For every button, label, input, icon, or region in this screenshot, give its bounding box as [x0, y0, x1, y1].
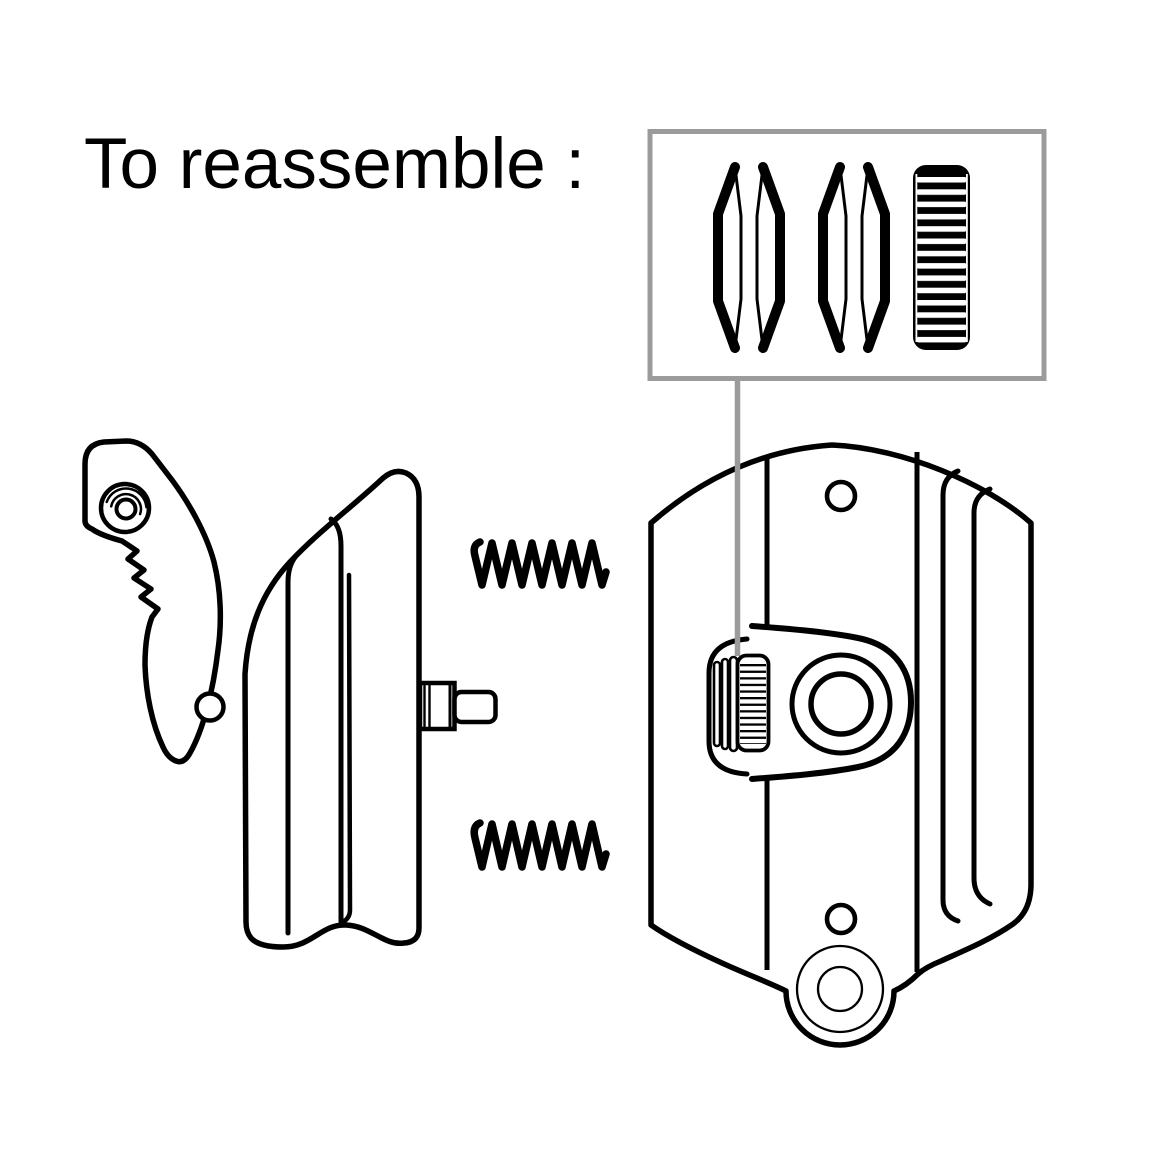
- spring-washer-detail: [860, 162, 890, 353]
- mount-body-outline: [648, 442, 1034, 1048]
- lever-pivot-center: [114, 497, 138, 521]
- mount-body-assembly: [648, 442, 1034, 1048]
- wheel-knurling: [740, 663, 766, 744]
- mount-body-front: [712, 623, 914, 782]
- clamp-body: [242, 468, 422, 950]
- washer-edge-thick: [863, 162, 890, 353]
- coil-spring-upper: [470, 538, 610, 589]
- washer-edge-thin: [733, 165, 743, 350]
- clamp-body-contour-line: [340, 572, 353, 925]
- clamp-body-contour-line: [285, 553, 299, 936]
- coil-springs: [470, 538, 610, 871]
- threaded-stud: [417, 680, 498, 732]
- spring-washer-detail: [755, 162, 785, 353]
- washer-edge-thick: [713, 162, 740, 353]
- callout-detail-box: [647, 129, 1047, 381]
- washer-edge-thin: [838, 165, 848, 350]
- clamp-body-contour-line: [328, 516, 344, 925]
- stud-tip: [452, 689, 498, 725]
- washer-edge-thin: [755, 165, 765, 350]
- pivot-boss: [749, 623, 914, 782]
- counterbored-hole-inner: [816, 965, 864, 1013]
- spring-washer-edge: [712, 660, 722, 748]
- spring-washer-edge: [720, 657, 730, 751]
- washer-edge-thick: [818, 162, 845, 353]
- spring-washer-detail: [713, 162, 743, 353]
- thumb-nut-knurling: [913, 172, 970, 344]
- thumb-nut-highlight: [915, 174, 918, 342]
- washer-edge-thick: [758, 162, 785, 353]
- thumbwheel-recess: [706, 636, 750, 777]
- cam-lever-clamp-assembly: [82, 438, 498, 950]
- lower-screw-hole: [824, 902, 858, 936]
- side-contour-band: [940, 468, 961, 924]
- washer-edge-thin: [860, 165, 870, 350]
- pivot-boss-ring-outer: [789, 652, 893, 756]
- pivot-boss-ring-inner: [808, 671, 874, 737]
- thumb-nut-highlight: [966, 174, 968, 342]
- side-contour-band: [971, 486, 993, 907]
- upper-screw-hole: [824, 479, 858, 513]
- lever-pivot-arc: [105, 487, 148, 509]
- knurled-thumb-nut: [913, 165, 970, 350]
- callout-box-frame: [647, 129, 1047, 381]
- spring-washer-detail: [818, 162, 848, 353]
- coil-spring-lower: [470, 819, 610, 871]
- page-title: To reassemble :: [84, 125, 586, 204]
- lever-pivot-arc: [109, 492, 143, 516]
- lever-hole: [194, 691, 226, 723]
